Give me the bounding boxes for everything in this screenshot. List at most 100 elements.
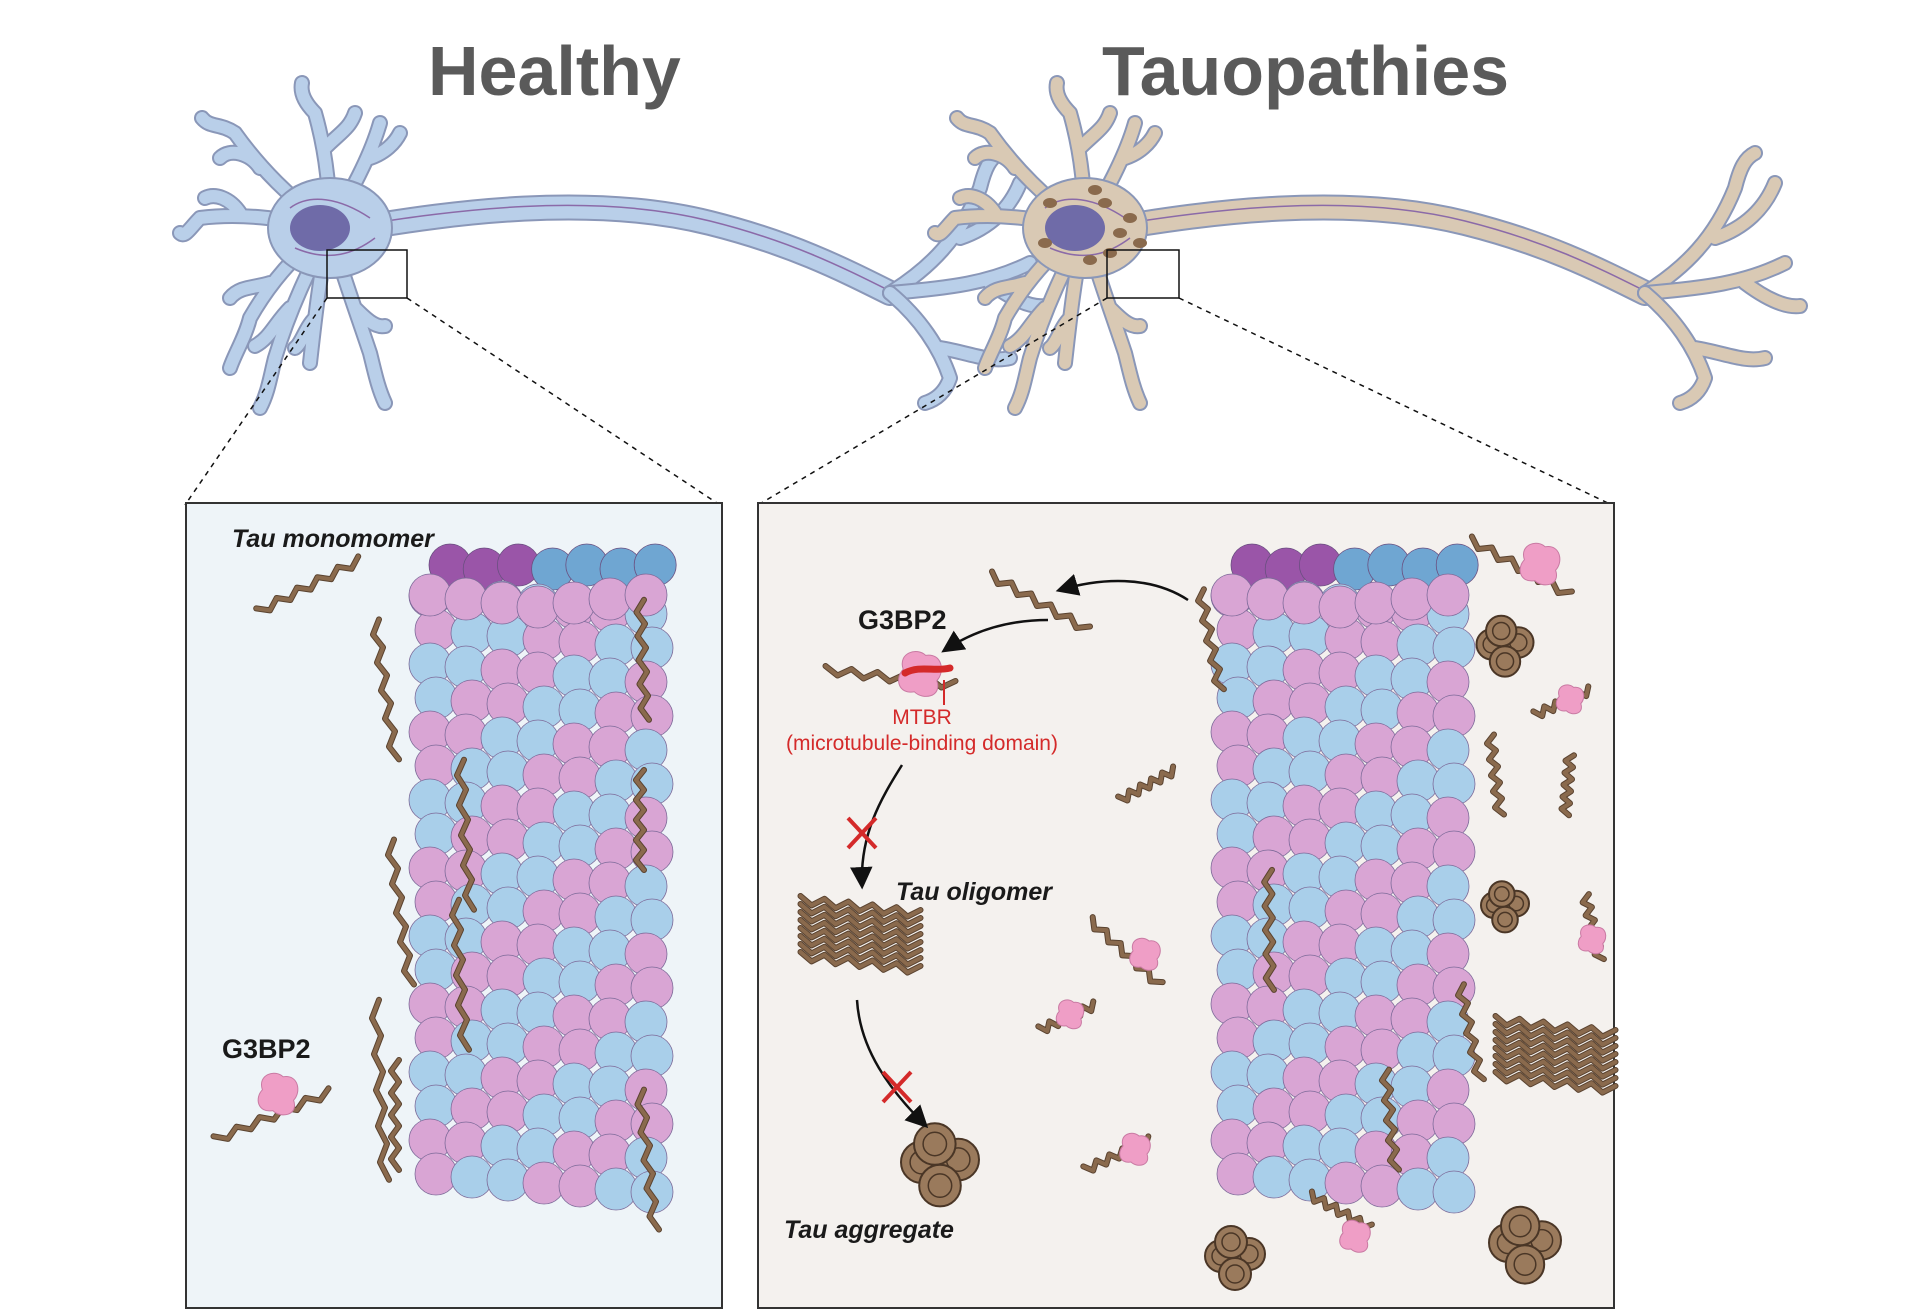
arrow-tau-to-monomer <box>1055 574 1189 602</box>
tau-deposit <box>1113 228 1127 238</box>
tau-aggregate <box>1495 652 1515 671</box>
healthy-neuron <box>172 75 1053 416</box>
free-tau <box>1456 982 1486 1082</box>
tubulin-rim-front <box>1426 573 1470 617</box>
tau-monomer <box>254 554 361 613</box>
tau-aggregate <box>1488 645 1522 678</box>
free-tau <box>1090 915 1165 985</box>
tubulin-rim-front <box>552 581 596 625</box>
healthy-microtubule <box>408 543 677 1214</box>
tubulin-rim-front <box>444 577 488 621</box>
tau-oligomer <box>1493 1022 1618 1047</box>
tau-oligomer <box>1493 1070 1618 1095</box>
g3bp2-protein <box>1519 542 1561 586</box>
bound-tau <box>389 1058 401 1172</box>
tau-oligomer <box>798 942 923 967</box>
mtbr-segment <box>901 664 954 677</box>
tau-aggregate <box>918 1163 962 1208</box>
tau-oligomer <box>798 902 923 927</box>
tubulin-dimer <box>414 1152 458 1196</box>
tubulin-rim-front <box>1246 577 1290 621</box>
nucleus <box>1045 205 1105 251</box>
tauopathies-heading: Tauopathies <box>1102 32 1510 110</box>
bound-tau <box>455 757 476 912</box>
neuron-cell-body <box>172 75 1053 416</box>
tubulin-dimer <box>1216 1152 1260 1196</box>
tau-aggregate <box>1497 911 1513 928</box>
healthy-g3bp2-label: G3BP2 <box>222 1034 311 1064</box>
bound-tau <box>634 768 646 872</box>
tau-aggregate <box>913 1122 957 1166</box>
tubulin-dimer <box>486 1158 530 1202</box>
tau-oligomer <box>798 934 923 959</box>
tau-deposit <box>1088 185 1102 195</box>
tau-aggregate <box>1221 1232 1241 1252</box>
mtbr-label: MTBR <box>892 706 952 729</box>
free-tau <box>1309 1189 1374 1231</box>
tau-aggregate <box>1504 1244 1546 1285</box>
tubulin-dimer <box>558 1164 602 1208</box>
tau-oligomer <box>798 894 923 919</box>
tau-aggregate <box>1500 1205 1541 1247</box>
g3bp2-protein <box>1119 1132 1151 1166</box>
tau-oligomer <box>798 950 923 975</box>
tau-aggregate <box>1508 1214 1532 1238</box>
tau-oligomer <box>1493 1046 1618 1071</box>
tau-monomer <box>990 569 1092 630</box>
free-tau <box>1116 764 1176 803</box>
tubulin-dimer <box>1432 1170 1476 1214</box>
g3bp2-protein <box>1339 1219 1371 1253</box>
bound-tau <box>370 997 391 1182</box>
tau-oligomer <box>798 918 923 943</box>
tubulin-rim-front <box>1354 581 1398 625</box>
tauopathy-zoom-box <box>1106 249 1180 299</box>
free-tau <box>1485 732 1506 817</box>
tubulin-rim-front <box>516 585 560 629</box>
tau-aggregate <box>922 1131 948 1157</box>
free-tau <box>1469 534 1574 595</box>
block-mark-aggregate <box>881 1070 913 1104</box>
tau-oligomer <box>798 910 923 935</box>
tau-oligomer <box>1493 1062 1618 1087</box>
bound-tau <box>634 597 651 722</box>
tau-aggregate-label: Tau aggregate <box>784 1216 954 1244</box>
axon-terminal <box>884 287 1016 409</box>
tubulin-rim-front <box>480 581 524 625</box>
axon-terminal <box>1639 257 1806 313</box>
tubulin-dimer <box>450 1155 494 1199</box>
axon-terminal <box>1639 287 1771 409</box>
tau-deposit <box>1123 213 1137 223</box>
axon-microtubule-line <box>1114 204 1646 292</box>
tubulin-dimer <box>1396 1167 1440 1211</box>
tubulin-dimer <box>1252 1155 1296 1199</box>
tauopathy-g3bp2-label: G3BP2 <box>858 605 947 635</box>
g3bp2-protein <box>1129 937 1161 971</box>
soma-microtubule-lines <box>289 198 376 257</box>
free-tau <box>1559 753 1576 818</box>
g3bp2-protein <box>898 651 942 697</box>
axon <box>349 196 901 304</box>
g3bp2-protein <box>257 1072 299 1116</box>
tubulin-rim-front <box>408 573 452 617</box>
tubulin-dimer <box>522 1161 566 1205</box>
tau-oligomer <box>1493 1038 1618 1063</box>
tau-deposit <box>1133 238 1147 248</box>
bound-tau <box>450 897 471 1052</box>
arrow-monomer-to-g3bp2 <box>941 618 1049 653</box>
g3bp2-protein <box>1577 924 1607 955</box>
axon <box>1104 196 1656 304</box>
tau-aggregate <box>1488 880 1516 908</box>
tau-aggregate <box>1214 1225 1248 1259</box>
tau-aggregate <box>1513 1252 1537 1276</box>
tau-aggregate <box>1485 614 1518 648</box>
bound-tau <box>1196 587 1226 692</box>
tau-aggregate <box>1493 886 1510 902</box>
nucleus <box>290 205 350 251</box>
tubulin-rim-front <box>624 573 668 617</box>
mtbr-full-label: (microtubule-binding domain) <box>786 732 1058 755</box>
bound-tau <box>1380 1067 1401 1172</box>
tauopathy-microtubule <box>1210 543 1479 1214</box>
tau-oligomer <box>1493 1030 1618 1055</box>
tau-aggregate <box>1225 1264 1245 1284</box>
